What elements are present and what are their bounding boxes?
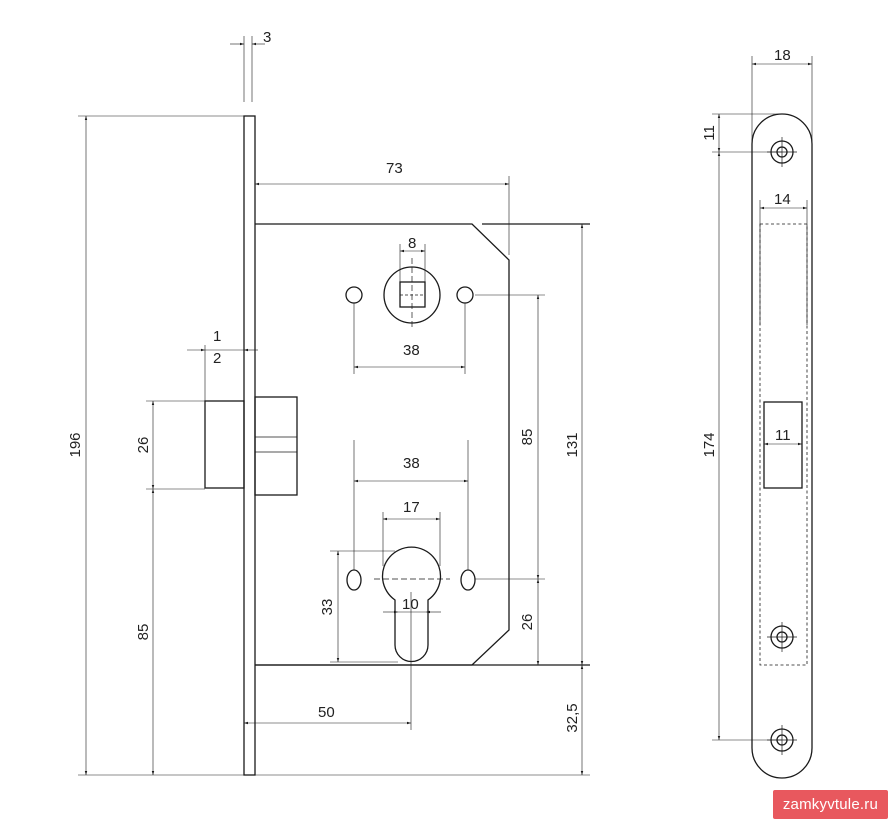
- dim-label-131: 131: [564, 432, 581, 457]
- dim-label-38-top: 38: [403, 342, 420, 359]
- dim-label-26-cyl: 26: [519, 614, 536, 631]
- dim-backset: 50: [244, 592, 412, 730]
- dim-label-14: 14: [774, 191, 791, 208]
- handle-screw-hole-right: [456, 286, 474, 304]
- dim-faceplate-width: 18: [751, 47, 813, 142]
- dim-body-depth: 73: [255, 160, 510, 255]
- dim-label-32-5: 32,5: [564, 703, 581, 732]
- dim-latch-window-width: 14: [759, 191, 808, 224]
- dim-bolt-window-width: 11: [764, 427, 802, 446]
- dim-latch-offset: 1 2: [187, 328, 258, 401]
- dim-plate-thickness: 3: [230, 29, 271, 102]
- dim-label-2: 2: [213, 350, 221, 367]
- dim-latch-to-bottom: 85: [135, 489, 155, 775]
- dim-label-1: 1: [213, 328, 221, 345]
- dim-label-85-left: 85: [135, 624, 152, 641]
- cylinder-screw-hole-left: [346, 569, 362, 591]
- dim-cylinder-height: 33: [319, 550, 398, 663]
- latch-housing: [254, 396, 298, 496]
- faceplate-outline: [751, 113, 813, 779]
- dim-total-height: 196: [67, 115, 244, 776]
- dim-body-height: 131: [564, 224, 584, 665]
- dim-label-196: 196: [67, 432, 84, 457]
- bolt-window: [763, 401, 803, 489]
- dim-label-73: 73: [386, 160, 403, 177]
- cylinder-cutout: [381, 546, 442, 663]
- dim-label-8: 8: [408, 235, 416, 252]
- spindle-square: [399, 281, 426, 308]
- dim-cylinder-slot: 10: [383, 596, 441, 614]
- latch-window: [759, 223, 808, 666]
- dim-cylinder-screw-spacing: 38: [353, 440, 469, 570]
- dim-cylinder-width: 17: [382, 499, 441, 566]
- dim-label-11-top: 11: [701, 125, 718, 141]
- dim-label-10: 10: [402, 596, 419, 613]
- dim-label-50: 50: [318, 704, 335, 721]
- faceplate-screw-middle: [767, 622, 797, 652]
- dim-label-33: 33: [319, 599, 336, 616]
- dim-top-hole-offset: 11: [701, 113, 782, 153]
- dim-hole-spacing: 174: [701, 152, 782, 741]
- latch-bolt: [204, 400, 245, 489]
- dim-label-174: 174: [701, 432, 718, 457]
- cylinder-screw-hole-right: [460, 569, 476, 591]
- dim-label-38-bottom: 38: [403, 455, 420, 472]
- dim-label-18: 18: [774, 47, 791, 64]
- dim-latch-height: 26: [135, 400, 205, 490]
- dim-spindle-square: 8: [399, 235, 426, 282]
- handle-screw-hole-left: [345, 286, 363, 304]
- dim-handle-screw-spacing: 38: [353, 303, 466, 374]
- lock-body-view: [204, 115, 590, 776]
- dim-cylinder-to-bottom: 26: [519, 579, 540, 665]
- dim-label-26-latch: 26: [135, 437, 152, 454]
- dim-label-17: 17: [403, 499, 420, 516]
- dim-label-85-right: 85: [519, 429, 536, 446]
- front-plate: [243, 115, 256, 776]
- dim-spindle-to-cylinder: 85: [475, 294, 545, 580]
- dim-body-to-plate-bottom: 32,5: [255, 665, 590, 776]
- site-watermark: zamkyvtule.ru: [772, 790, 888, 819]
- dim-label-11-window: 11: [775, 427, 791, 444]
- faceplate-view: [751, 113, 813, 779]
- dim-label-3: 3: [263, 29, 271, 46]
